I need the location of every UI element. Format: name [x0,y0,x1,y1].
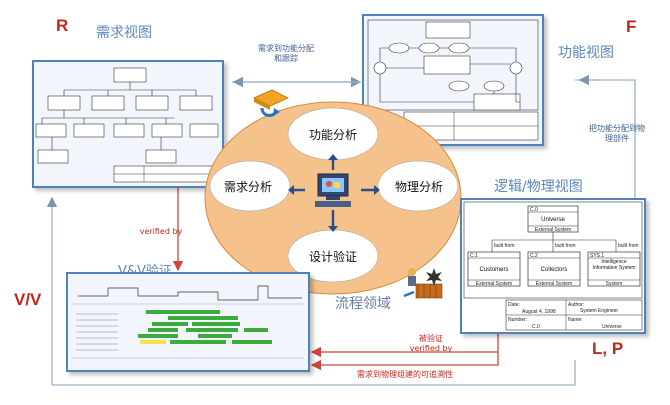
folder-icon [253,89,289,117]
func-to-phys-note: 把功能分配到物 理部件 [589,124,645,143]
vv-view-panel [66,272,310,372]
intelligence-code: SYS.1 [590,253,604,259]
verified-by-left-note: verified by [139,227,183,236]
built-from-1: built from [494,243,515,249]
letter-r: R [56,16,69,35]
physical-analysis-label: 物理分析 [395,180,443,194]
author-value: System Engineer [580,308,618,314]
verified-by-bottom-note: 被验证 verified by [409,334,453,353]
letter-lp: L, P [592,339,624,358]
universe-sub: External System [535,227,571,233]
collectors-code: C.2 [530,253,538,259]
letter-vv: V/V [14,290,42,309]
collectors-block [527,251,581,287]
name-label: Name: [568,317,583,323]
date-value: August 4, 1998 [522,309,556,315]
intelligence-system-block [587,251,641,287]
number-value: C.0 [532,324,540,330]
universe-name: Universe [541,217,565,223]
functional-analysis-label: 功能分析 [309,128,357,142]
letter-f: F [626,17,637,36]
customers-block [467,251,521,287]
vv-timeline-chart [72,285,304,359]
requirements-analysis-node [209,160,291,212]
name-value: Universe [602,324,622,330]
factory-icon [403,268,443,299]
traceability-note: 需求到物理组建的可追溯性 [357,370,453,379]
built-from-2: built from [555,243,576,249]
intelligence-sub: System [606,281,623,287]
requirements-view-caption: 需求视图 [96,25,152,41]
physical-analysis-node [377,160,459,212]
date-label: Date: [508,302,520,308]
req-to-func-note: 需求到功能分配 和跟踪 [258,44,314,63]
functional-view-caption: 功能视图 [558,45,614,61]
bottom-loop-arrow [52,360,576,386]
process-domain-caption: 流程领域 [335,296,391,312]
customers-name: Customers [479,267,508,273]
design-verification-label: 设计验证 [309,249,357,264]
collectors-sub: External System [536,281,572,287]
intelligence-name: Intelligence Information System [592,259,636,271]
requirements-view-panel [32,60,224,188]
customers-code: C.1 [470,253,478,259]
logical-block-diagram: C.0 Universe External System built from … [463,201,643,331]
collectors-name: Collectors [541,267,568,273]
author-label: Author: [568,302,584,308]
logical-physical-view-caption: 逻辑/物理视图 [494,179,583,195]
number-label: Number: [508,317,527,323]
process-domain-diagram: 功能分析 需求分析 物理分析 设计验证 [204,101,462,295]
customers-sub: External System [476,281,512,287]
requirements-analysis-label: 需求分析 [224,180,272,194]
universe-block [527,205,579,233]
logical-physical-view-panel: C.0 Universe External System built from … [460,198,646,334]
universe-code: C.0 [530,207,538,213]
requirements-tree-diagram [35,67,219,183]
built-from-3: built from [618,243,639,249]
computer-icon [315,173,351,207]
